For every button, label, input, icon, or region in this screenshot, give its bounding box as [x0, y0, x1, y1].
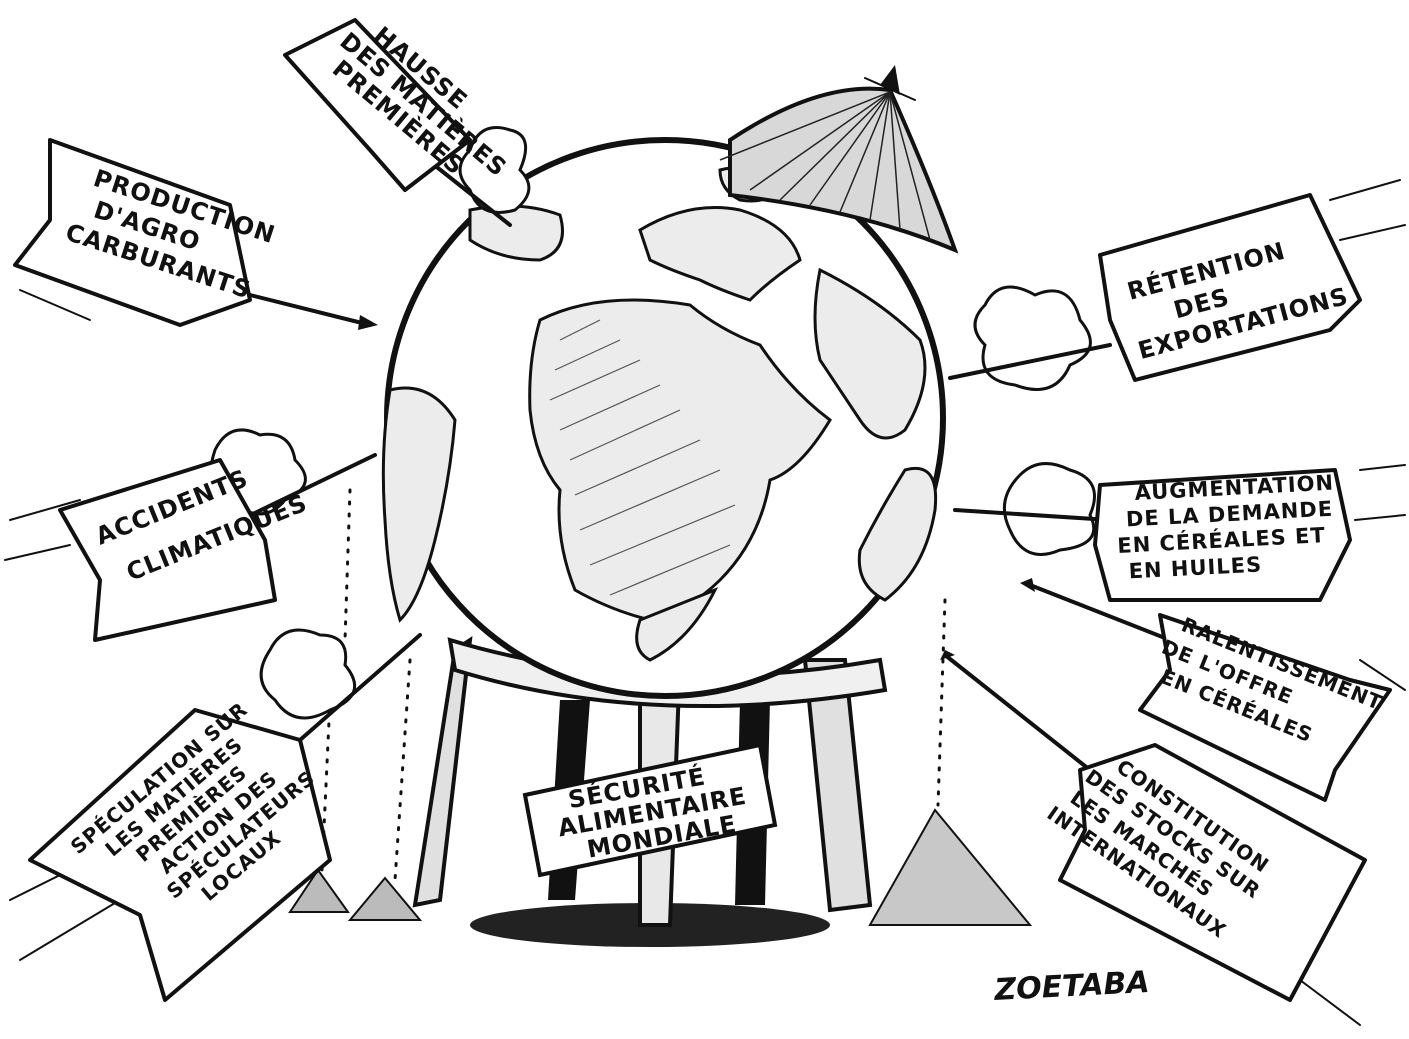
artist-signature: ZOETABA [993, 965, 1151, 1008]
globe-icon [381, 137, 946, 699]
arrow-flag-hausse: HAUSSE DES MATIÈRES PREMIÈRES [283, 18, 513, 192]
arrow-flag-demande: AUGMENTATION DE LA DEMANDE EN CÉRÉALES E… [1093, 468, 1352, 602]
grain-pile-icon [288, 808, 1033, 926]
arrow-flag-stocks: CONSTITUTION DES STOCKS SUR LES MARCHÉS … [1043, 743, 1367, 1002]
arrow-flag-speculation: SPÉCULATION SUR LES MATIÈRES PREMIÈRES A… [28, 697, 332, 1002]
thatched-roof-icon [719, 65, 959, 254]
arrow-icon [4, 128, 1406, 1026]
dotted-lines [320, 488, 947, 882]
arrow-flag-agro: PRODUCTION D'AGRO CARBURANTS [13, 138, 279, 327]
svg-text:AUGMENTATION DE LA DEMAN: AUGMENTATION DE LA DEMANDE EN CÉRÉALES E… [1114, 470, 1347, 584]
arrow-flag-retention: RÉTENTION DES EXPORTATIONS [1098, 193, 1362, 382]
